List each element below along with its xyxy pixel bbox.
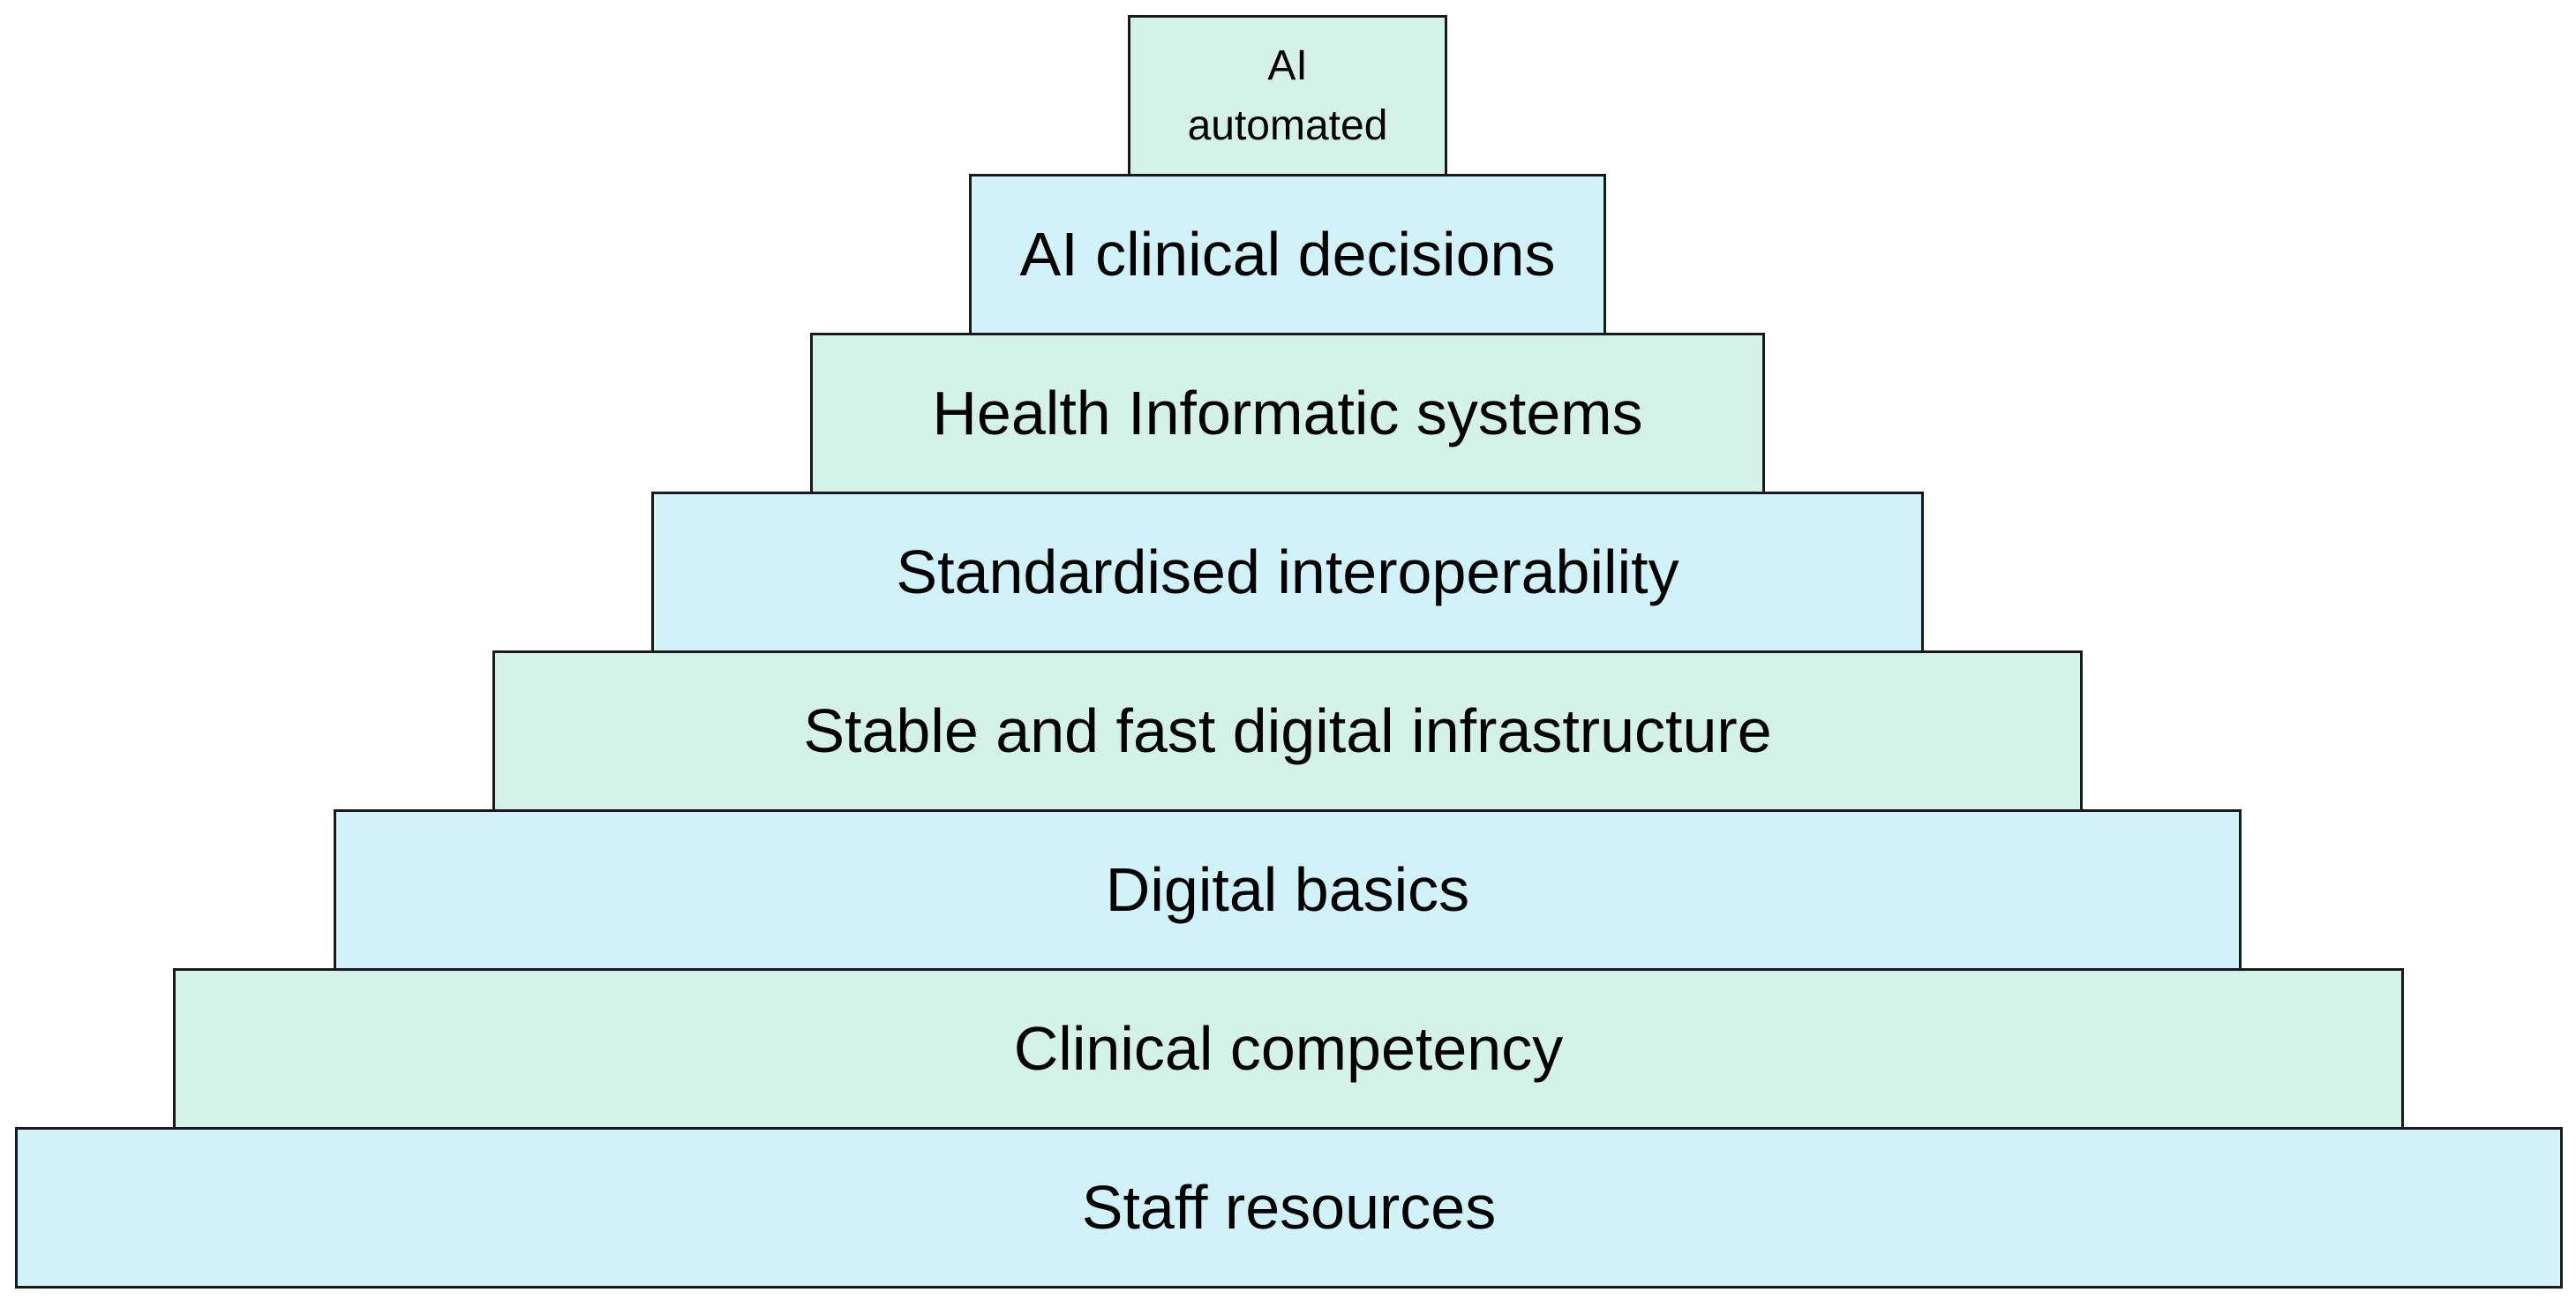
tier-label: AI automated <box>1187 42 1388 149</box>
tier-digital-basics: Digital basics <box>334 809 2242 971</box>
tier-stable-fast-digital-infrastructure: Stable and fast digital infrastructure <box>492 650 2083 812</box>
tier-label: Staff resources <box>1081 1173 1497 1242</box>
tier-label: Standardised interoperability <box>896 537 1679 606</box>
tier-ai-clinical-decisions: AI clinical decisions <box>969 174 1606 335</box>
tier-ai-automated: AI automated <box>1128 15 1447 177</box>
tier-standardised-interoperability: Standardised interoperability <box>651 492 1924 653</box>
tier-label: AI clinical decisions <box>1019 220 1556 289</box>
tier-label: Health Informatic systems <box>932 379 1643 447</box>
tier-staff-resources: Staff resources <box>15 1127 2563 1289</box>
tier-label: Digital basics <box>1105 855 1470 924</box>
tier-label: Stable and fast digital infrastructure <box>803 696 1772 765</box>
tier-health-informatic-systems: Health Informatic systems <box>810 333 1765 494</box>
tier-label: Clinical competency <box>1013 1014 1564 1083</box>
tier-clinical-competency: Clinical competency <box>173 968 2404 1130</box>
